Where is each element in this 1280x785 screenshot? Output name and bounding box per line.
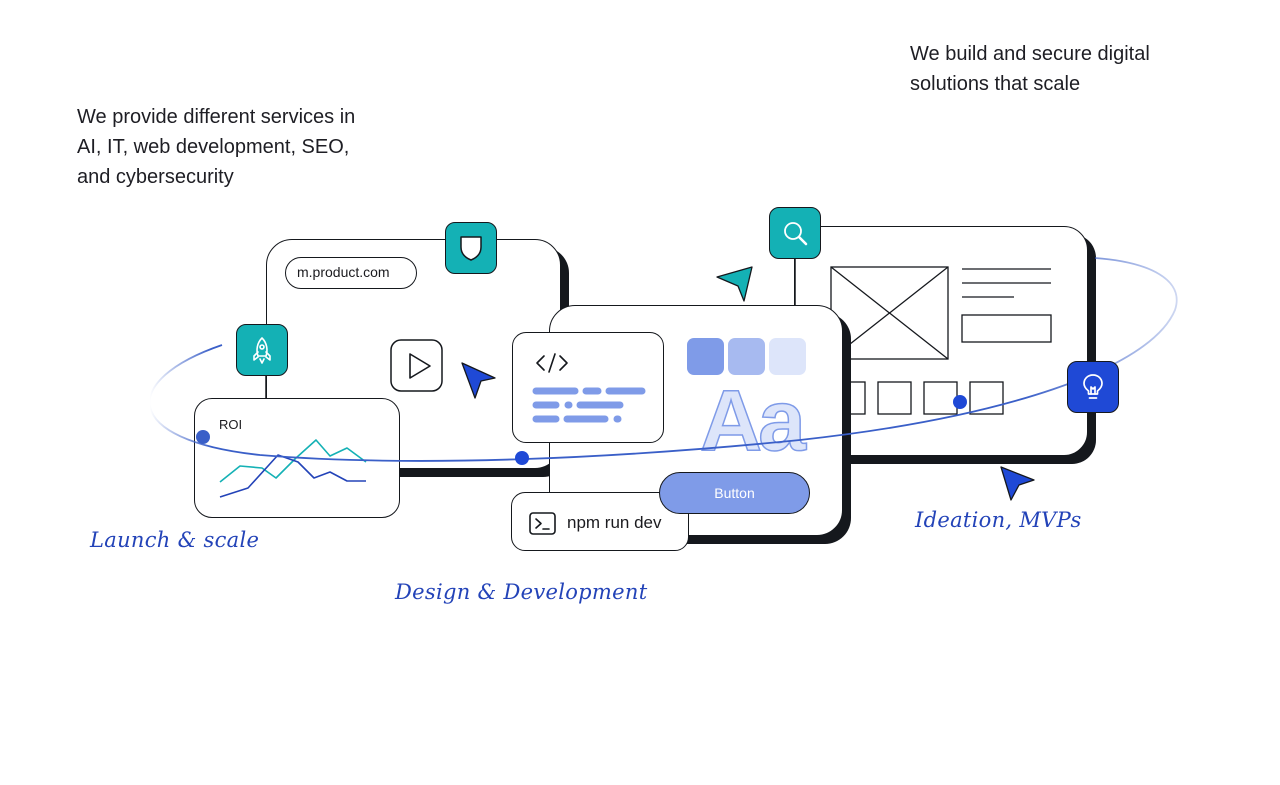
orbit-node	[196, 430, 210, 444]
label-design-development: Design & Development	[395, 580, 648, 604]
cursor-arrow-icon	[461, 362, 496, 399]
label-launch-scale: Launch & scale	[90, 528, 260, 552]
lightbulb-badge[interactable]	[1067, 361, 1119, 413]
code-lines	[532, 387, 646, 423]
services-intro-text: We provide different services in AI, IT,…	[77, 106, 356, 188]
color-swatches	[687, 338, 806, 375]
wireframe-text-lines	[961, 268, 1052, 343]
orbit-node	[953, 395, 967, 409]
tagline-text: We build and secure digital solutions th…	[910, 43, 1150, 95]
orbit-path	[148, 257, 1178, 462]
rocket-badge[interactable]	[236, 324, 288, 376]
terminal-command: npm run dev	[567, 513, 662, 532]
roi-chart-lines	[219, 439, 367, 498]
terminal-icon	[529, 512, 556, 535]
terminal-card[interactable]	[511, 492, 689, 551]
play-icon	[409, 353, 431, 379]
shield-badge[interactable]	[445, 222, 497, 274]
wireframe-thumbnails	[845, 381, 1004, 415]
sample-button[interactable]: Button	[659, 472, 810, 514]
orbit-node	[515, 451, 529, 465]
shield-icon	[460, 236, 482, 261]
search-badge[interactable]	[769, 207, 821, 259]
cursor-arrow-icon	[716, 266, 753, 302]
url-bar[interactable]: m.product.com	[285, 257, 417, 289]
rocket-icon	[253, 337, 271, 364]
typeface-sample: Aa	[699, 372, 806, 470]
cursor-arrow-icon	[1000, 466, 1035, 501]
play-button[interactable]	[390, 339, 443, 392]
roi-title: ROI	[219, 417, 243, 432]
code-icon	[536, 353, 568, 373]
label-ideation-mvps: Ideation, MVPs	[915, 508, 1082, 532]
search-icon	[784, 222, 808, 246]
lightbulb-icon	[1083, 374, 1103, 399]
